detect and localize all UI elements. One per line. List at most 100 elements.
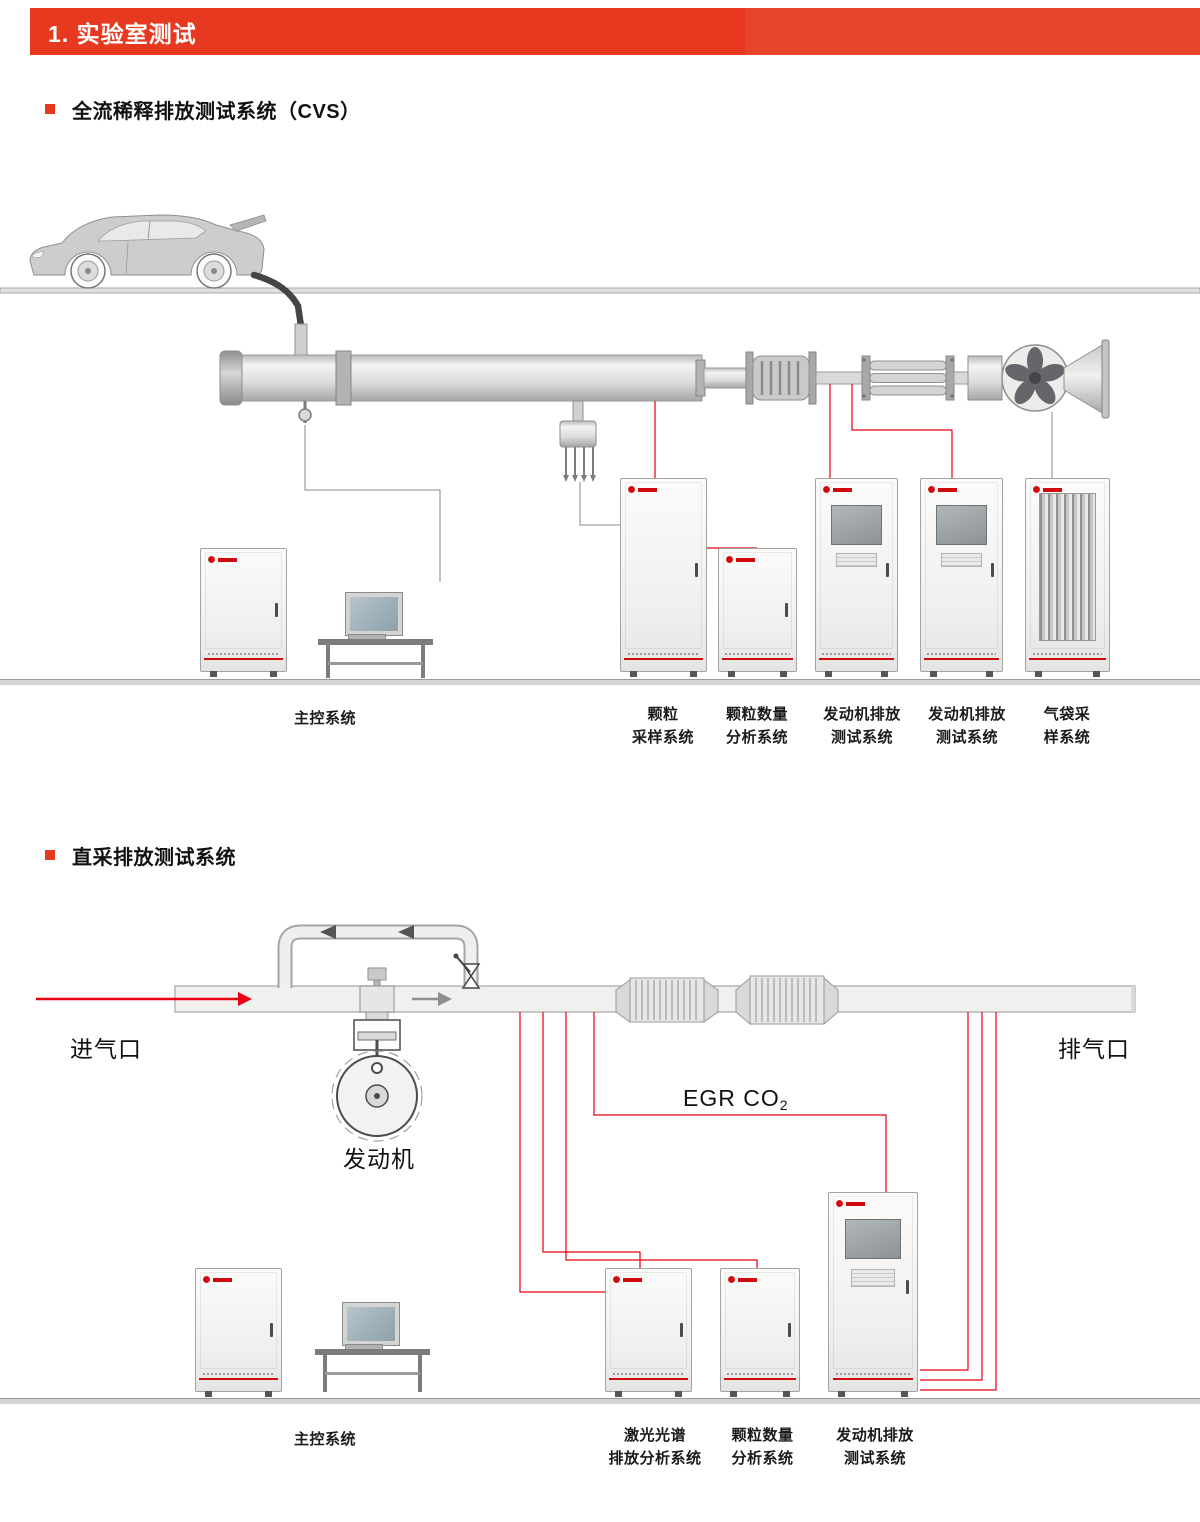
label-exhaust-port: 排气口 bbox=[1058, 1030, 1130, 1064]
cabinet-handle bbox=[680, 1322, 683, 1337]
label-main-control-2: 主控系统 bbox=[293, 1431, 356, 1448]
egr-subscript: 2 bbox=[779, 1097, 789, 1113]
cabinet-foot bbox=[783, 1391, 790, 1397]
brand-logo-icon bbox=[823, 486, 853, 493]
section-title-cvs: 全流稀释排放测试系统（CVS） bbox=[72, 100, 361, 123]
exhaust-hose bbox=[250, 271, 305, 330]
cabinet-caption-strip bbox=[822, 653, 891, 655]
cabinet-particle-number-2 bbox=[720, 1268, 800, 1397]
egr-flow-arrow bbox=[398, 925, 414, 939]
cabinet-red-strip bbox=[1029, 658, 1106, 660]
monitor-screen bbox=[350, 597, 398, 631]
cabinet-red-strip bbox=[924, 658, 999, 660]
cabinet-particle-sampling bbox=[620, 478, 707, 677]
cabinet-foot bbox=[1093, 671, 1100, 677]
cabinet-foot bbox=[1035, 671, 1042, 677]
cabinet-caption-strip bbox=[725, 653, 790, 655]
section-bullet-icon bbox=[45, 104, 55, 114]
cabinet-caption-strip bbox=[202, 1373, 275, 1375]
workstation-2 bbox=[315, 1302, 430, 1392]
egr-valve-icon bbox=[453, 953, 481, 989]
cabinet-main-control-1 bbox=[200, 548, 287, 677]
cabinet-panel bbox=[836, 553, 877, 567]
cabinet-laser-spectroscopy bbox=[605, 1268, 692, 1397]
cfv-cluster bbox=[861, 355, 955, 401]
banner: 1. 实验室测试 bbox=[30, 8, 1200, 55]
label-egr-co2: EGR CO2 bbox=[683, 1085, 789, 1113]
section-bullet-icon bbox=[45, 850, 55, 860]
tunnel-sample-valve bbox=[298, 401, 312, 423]
exhaust-text: 排气口 bbox=[1058, 1036, 1130, 1062]
cabinet-foot bbox=[730, 1391, 737, 1397]
monitor-screen bbox=[347, 1307, 395, 1341]
cabinet-foot bbox=[615, 1391, 622, 1397]
desk-top bbox=[315, 1349, 430, 1355]
cvs-diagram bbox=[0, 214, 1200, 582]
cabinet-handle bbox=[906, 1280, 909, 1295]
desk-leg bbox=[421, 645, 425, 678]
cabinet-engine-emission-2 bbox=[920, 478, 1003, 677]
label-particle-sampling: 颗粒 采样系统 bbox=[631, 706, 694, 747]
desk-top bbox=[318, 639, 433, 645]
cabinet-foot bbox=[265, 1391, 272, 1397]
label-engine-emission-1: 发动机排放 测试系统 bbox=[823, 706, 901, 747]
transfer-pipe bbox=[815, 371, 865, 385]
cabinet-caption-strip bbox=[836, 1373, 910, 1375]
engine-text: 发动机 bbox=[343, 1146, 415, 1172]
desk-leg bbox=[418, 1355, 422, 1392]
cabinet-screen bbox=[844, 1219, 902, 1259]
section-header-cvs: 全流稀释排放测试系统（CVS） bbox=[45, 95, 361, 123]
red-sample-lines bbox=[519, 1012, 997, 1391]
cabinet-handle bbox=[275, 602, 278, 617]
direct-sampling-diagram bbox=[36, 924, 1136, 1391]
cabinet-red-strip bbox=[204, 658, 283, 660]
label-engine-emission-3: 发动机排放 测试系统 bbox=[836, 1427, 914, 1468]
cabinet-foot bbox=[901, 1391, 908, 1397]
brand-logo-icon bbox=[726, 556, 756, 563]
label-particle-number-1: 颗粒数量 分析系统 bbox=[725, 706, 788, 747]
intake-flow-arrow bbox=[36, 992, 252, 1006]
cabinet-red-strip bbox=[832, 1378, 914, 1380]
cabinet-foot bbox=[838, 1391, 845, 1397]
cabinet-handle bbox=[270, 1322, 273, 1337]
engine-piston bbox=[357, 1031, 397, 1041]
cabinet-red-strip bbox=[624, 658, 703, 660]
cabinet-caption-strip bbox=[207, 653, 280, 655]
label-intake-port: 进气口 bbox=[70, 1030, 142, 1064]
catalyst-2 bbox=[735, 975, 839, 1026]
brand-logo-icon bbox=[1033, 486, 1063, 493]
cabinet-foot bbox=[630, 671, 637, 677]
cabinet-caption-strip bbox=[1032, 653, 1103, 655]
blower-fan-icon bbox=[1005, 347, 1065, 405]
cabinet-foot bbox=[930, 671, 937, 677]
cabinet-foot bbox=[986, 671, 993, 677]
cabinet-foot bbox=[881, 671, 888, 677]
cabinet-caption-strip bbox=[627, 653, 700, 655]
label-engine-emission-2: 发动机排放 测试系统 bbox=[928, 706, 1006, 747]
cabinet-main-control-2 bbox=[195, 1268, 282, 1397]
cabinet-panel bbox=[941, 553, 982, 567]
desk-crossbar bbox=[325, 1372, 420, 1375]
monitor bbox=[342, 1302, 400, 1346]
cabinet-red-strip bbox=[199, 1378, 278, 1380]
engine-schematic bbox=[331, 967, 423, 1142]
sampling-probe-assembly bbox=[559, 400, 597, 482]
cabinet-handle bbox=[695, 563, 698, 578]
ground-line-1 bbox=[0, 679, 1200, 685]
banner-title: 1. 实验室测试 bbox=[48, 20, 197, 47]
cabinet-caption-strip bbox=[927, 653, 996, 655]
cabinet-foot bbox=[675, 1391, 682, 1397]
brand-logo-icon bbox=[836, 1200, 866, 1207]
cabinet-foot bbox=[690, 671, 697, 677]
blower-horn bbox=[1063, 343, 1105, 415]
car-spoiler bbox=[229, 214, 267, 232]
cabinet-caption-strip bbox=[612, 1373, 685, 1375]
cabinet-red-strip bbox=[819, 658, 894, 660]
venturi-mixer bbox=[745, 351, 817, 405]
cabinet-screen bbox=[935, 505, 988, 545]
blower-unit bbox=[967, 339, 1110, 419]
desk-leg bbox=[326, 645, 330, 678]
workstation-1 bbox=[318, 592, 433, 678]
cabinet-engine-emission-1 bbox=[815, 478, 898, 677]
